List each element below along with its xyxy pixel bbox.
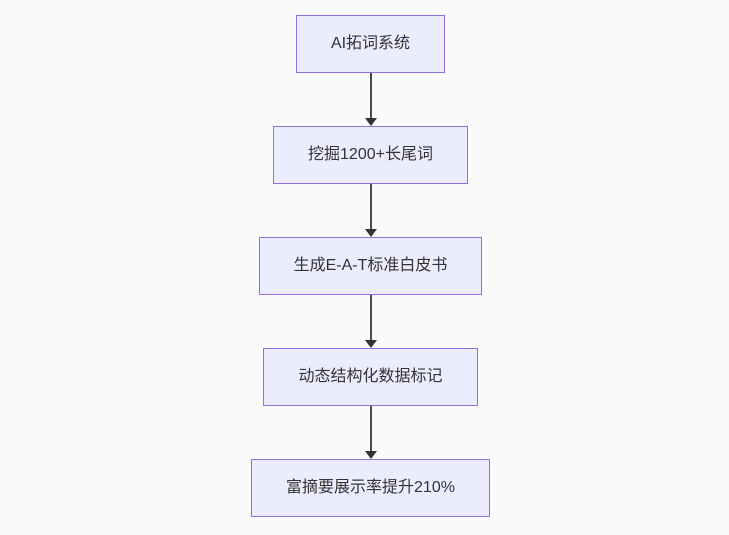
node-label: AI拓词系统: [330, 35, 411, 52]
arrowhead-down-icon: [364, 451, 377, 459]
node-label: 生成E-A-T标准白皮书: [293, 257, 448, 274]
flowchart-edge-1-2: [364, 73, 377, 126]
flowchart-node-step-2: 挖掘1200+长尾词: [273, 126, 468, 184]
flowchart-canvas: AI拓词系统 挖掘1200+长尾词 生成E-A-T标准白皮书 动态结构化数据标记…: [6, 0, 729, 535]
node-label: 挖掘1200+长尾词: [308, 146, 433, 163]
flowchart-node-step-1: AI拓词系统: [295, 15, 446, 73]
edge-line: [369, 73, 372, 118]
node-label: 动态结构化数据标记: [298, 368, 443, 385]
arrowhead-down-icon: [364, 340, 377, 348]
flowchart-edge-2-3: [364, 184, 377, 237]
edge-line: [369, 295, 372, 340]
flowchart-node-step-4: 动态结构化数据标记: [263, 348, 478, 406]
edge-line: [369, 184, 372, 229]
flowchart-node-step-3: 生成E-A-T标准白皮书: [258, 237, 483, 295]
node-label: 富摘要展示率提升210%: [286, 479, 455, 496]
flowchart-node-step-5: 富摘要展示率提升210%: [251, 459, 490, 517]
arrowhead-down-icon: [364, 229, 377, 237]
flowchart-edge-3-4: [364, 295, 377, 348]
edge-line: [369, 406, 372, 451]
flowchart-edge-4-5: [364, 406, 377, 459]
arrowhead-down-icon: [364, 118, 377, 126]
